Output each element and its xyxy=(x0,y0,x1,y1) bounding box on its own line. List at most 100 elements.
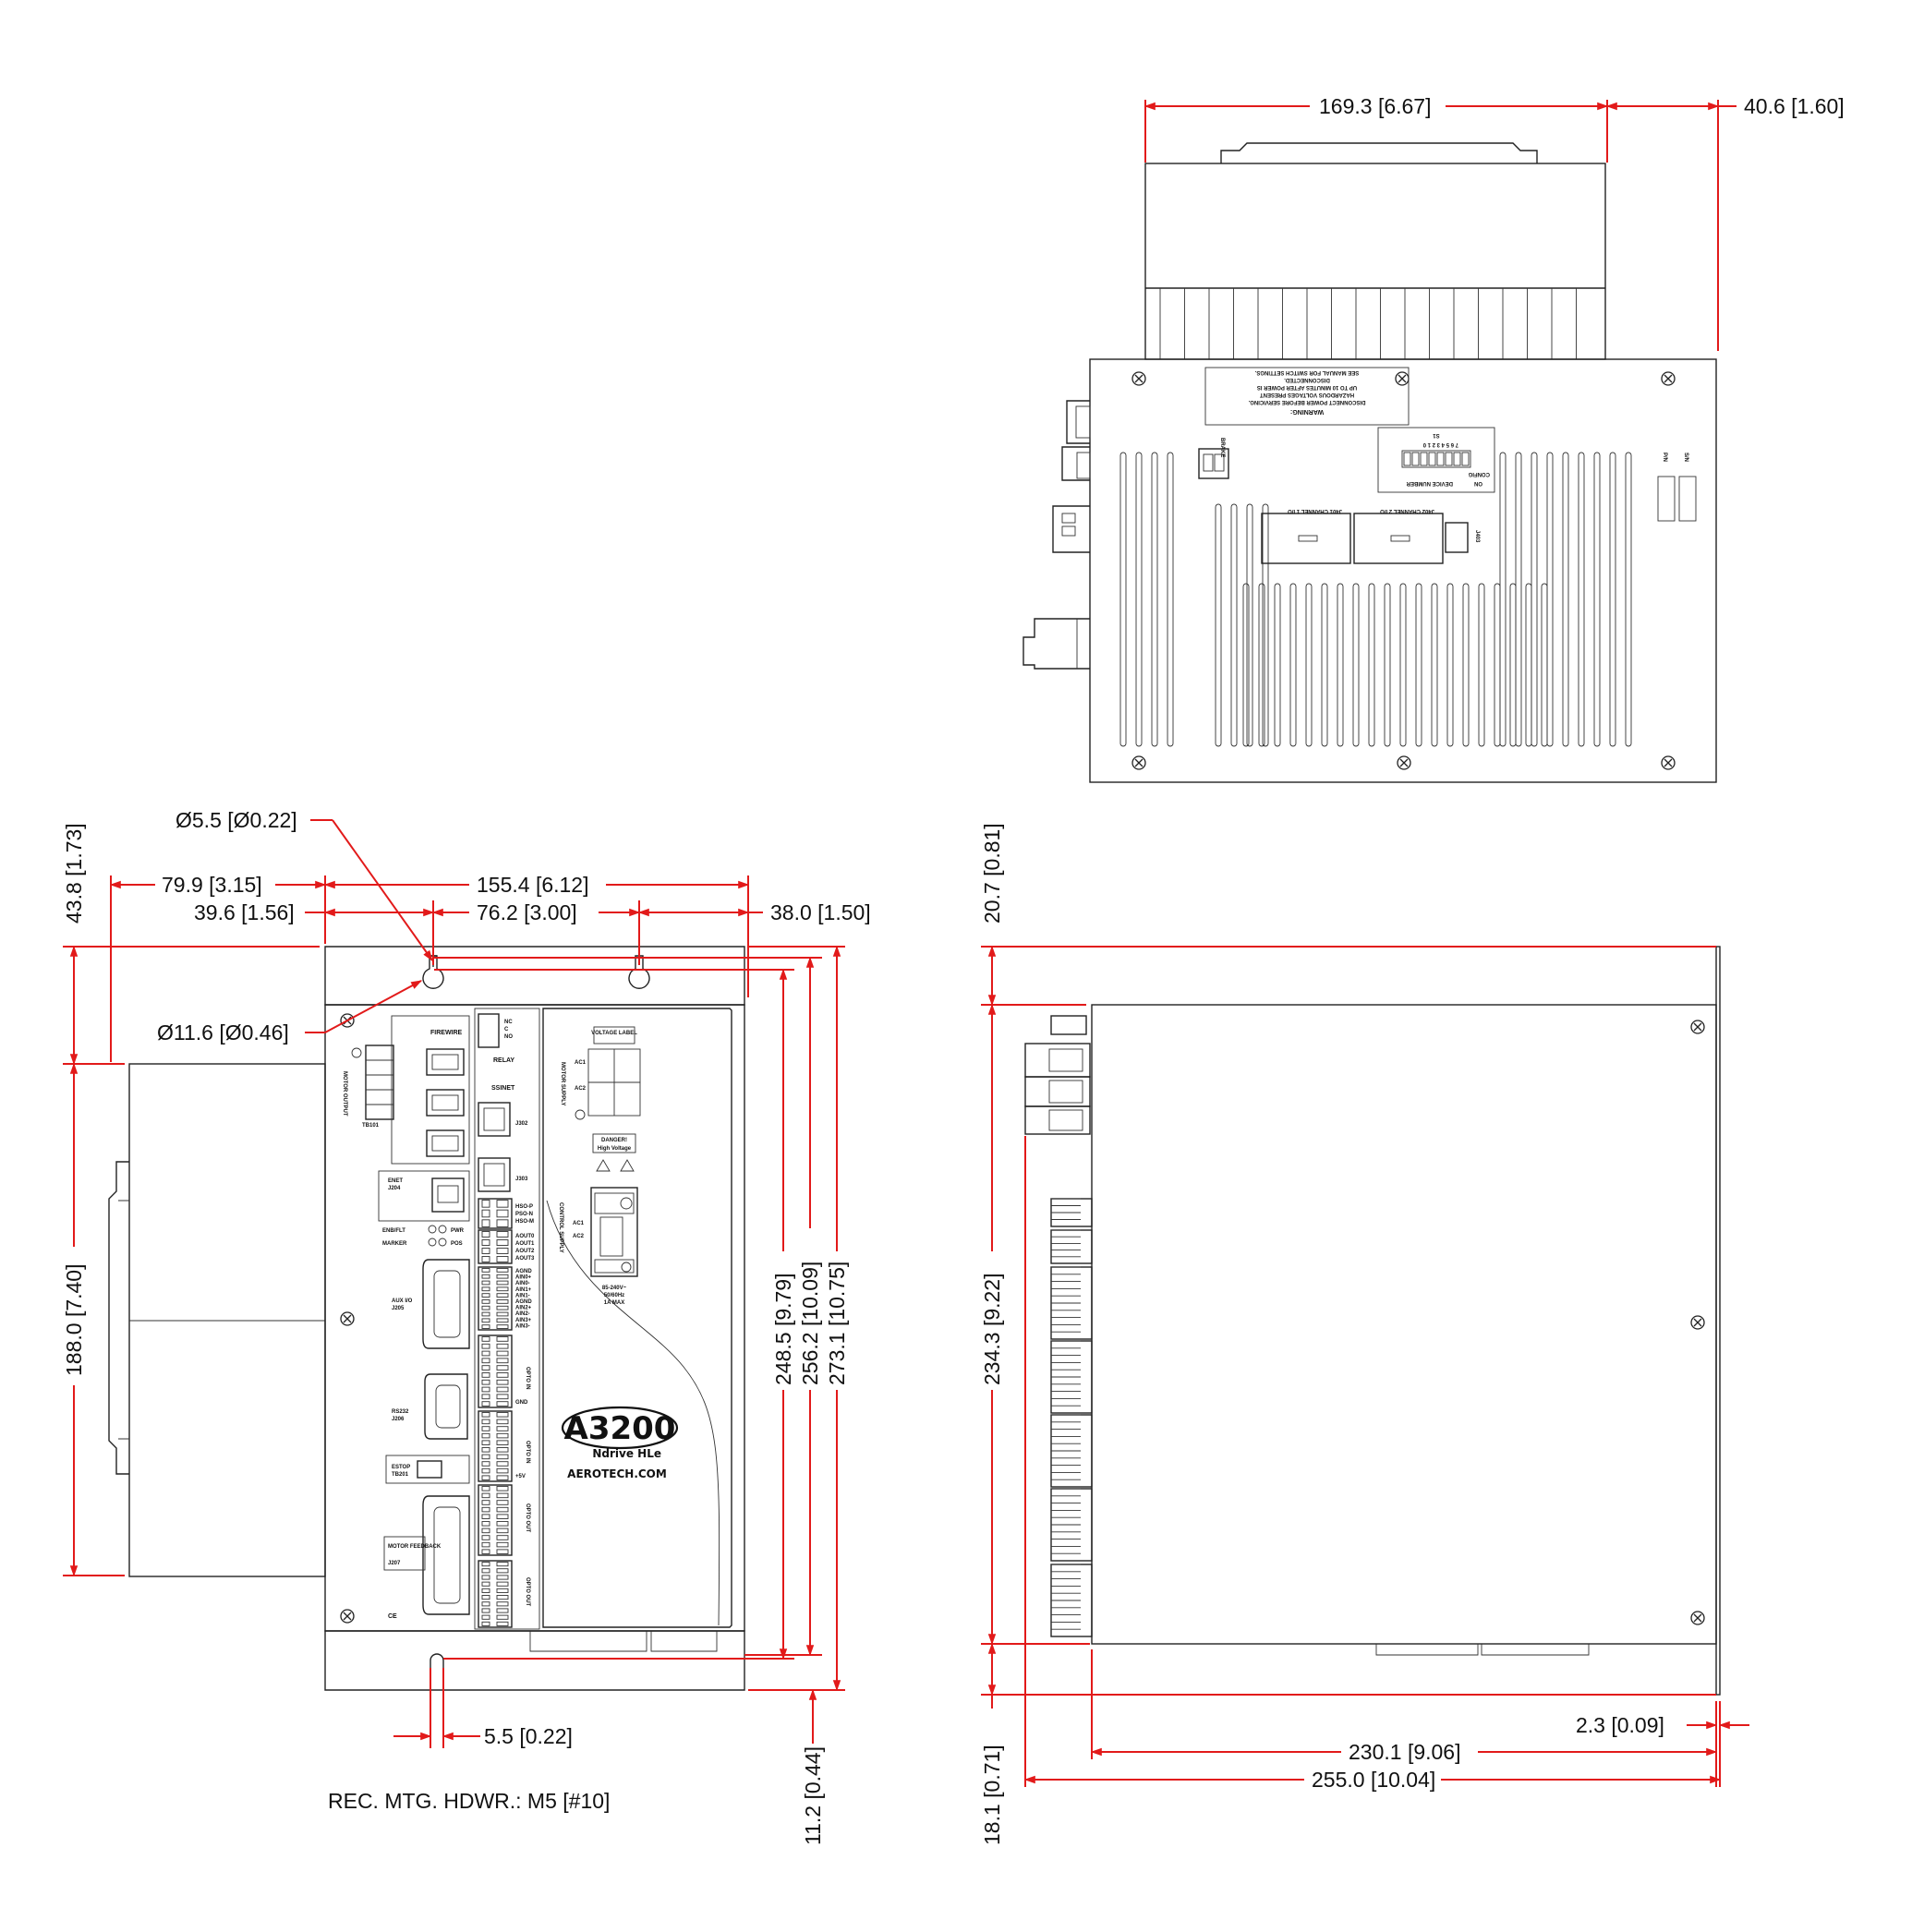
terminal-slot xyxy=(496,1419,509,1425)
terminal-slot xyxy=(496,1401,509,1407)
dip-switch-cell xyxy=(1403,452,1411,466)
side-connectors xyxy=(1024,1015,1093,1637)
terminal-screw xyxy=(481,1350,490,1357)
terminal-screw xyxy=(481,1475,490,1480)
aout-label: AOUT0 xyxy=(515,1234,535,1239)
supply-rating: 50/60Hz xyxy=(604,1293,624,1298)
side-view xyxy=(1024,946,1721,1696)
motor-output-connector: MOTOR OUTPUT TB101 xyxy=(342,1044,394,1129)
terminal-screw xyxy=(481,1562,490,1567)
terminal-slot xyxy=(496,1475,509,1480)
vent-slot xyxy=(1119,452,1127,747)
vent-slot xyxy=(1625,452,1632,747)
terminal-slot xyxy=(496,1541,509,1548)
terminal-slot xyxy=(496,1486,509,1491)
terminal-slot xyxy=(496,1601,509,1607)
vent-slot xyxy=(1135,452,1143,747)
terminal-slot xyxy=(496,1440,509,1445)
terminal-screw xyxy=(481,1412,490,1418)
relay-pin: C xyxy=(504,1027,509,1032)
terminal-block xyxy=(478,1229,513,1264)
dim-side-body-depth: 230.1 [9.06] xyxy=(1349,1740,1461,1764)
vent-slot xyxy=(1337,583,1344,747)
terminal-slot xyxy=(496,1286,509,1292)
terminal-slot xyxy=(496,1568,509,1574)
vent-slot xyxy=(1321,583,1328,747)
ain-label: AIN1- xyxy=(515,1293,530,1298)
top-vent-slots xyxy=(1119,452,1632,747)
gnd-label: GND xyxy=(515,1400,528,1406)
terminal-screw xyxy=(481,1336,490,1342)
opto-out-label-2: OPTO OUT xyxy=(525,1577,530,1607)
terminal-slot xyxy=(496,1514,509,1519)
front-panel xyxy=(324,1004,745,1632)
dim-top-depth: 40.6 [1.60] xyxy=(1744,94,1845,118)
terminal-slot xyxy=(496,1549,509,1554)
terminal-screw xyxy=(481,1343,490,1349)
vent-slot xyxy=(1415,583,1422,747)
terminal-slot xyxy=(496,1394,509,1400)
vent-slot xyxy=(1384,583,1391,747)
estop-label: ESTOP xyxy=(392,1465,410,1470)
vent-slot xyxy=(1531,452,1538,747)
device-number-label: DEVICE NUMBER xyxy=(1406,480,1453,486)
terminal-slot xyxy=(496,1372,509,1378)
terminal-screw xyxy=(481,1581,490,1587)
brand-name: A3200 xyxy=(564,1410,676,1447)
warning-line: HAZARDOUS VOLTAGES PRESENT xyxy=(1260,392,1354,397)
vent-slot xyxy=(1494,583,1501,747)
dim-slot-diameter: Ø11.6 [Ø0.46] xyxy=(157,1020,289,1044)
vent-slot xyxy=(1562,452,1569,747)
terminal-screw xyxy=(481,1280,490,1286)
dim-front-height-3: 273.1 [10.75] xyxy=(825,1262,849,1385)
vent-slot xyxy=(1525,583,1532,747)
ac2-label: AC2 xyxy=(575,1086,587,1092)
motor-supply-label: MOTOR SUPPLY xyxy=(560,1062,565,1105)
supply-rating: 85-240V~ xyxy=(602,1286,627,1291)
warning-line: DISCONNECTED. xyxy=(1284,377,1330,382)
ssinet-label: SSINET xyxy=(491,1085,515,1092)
vent-slot xyxy=(1215,503,1222,747)
terminal-screw xyxy=(481,1401,490,1407)
terminal-slot xyxy=(496,1535,509,1540)
ctrl-ac1-label: AC1 xyxy=(573,1221,585,1226)
terminal-screw xyxy=(481,1200,490,1208)
terminal-slot xyxy=(496,1581,509,1587)
terminal-screw xyxy=(481,1621,490,1626)
terminal-screw xyxy=(481,1358,490,1364)
warning-line: UP TO 10 MINUTES AFTER POWER IS xyxy=(1257,384,1357,390)
supply-rating: 1A MAX xyxy=(604,1300,624,1306)
terminal-slot xyxy=(496,1274,509,1279)
vent-slot xyxy=(1352,583,1360,747)
brand-subtitle: Ndrive HLe xyxy=(592,1447,661,1460)
terminal-slot xyxy=(496,1343,509,1349)
motor-feedback-label: MOTOR FEEDBACK xyxy=(388,1544,442,1550)
hso-label: PSO-N xyxy=(515,1212,533,1217)
switch-s1-label: S1 xyxy=(1433,432,1440,438)
hso-label: HSO-P xyxy=(515,1204,533,1210)
motor-feedback-port-label: J207 xyxy=(388,1561,401,1566)
enet-label: ENET xyxy=(388,1178,403,1184)
terminal-slot xyxy=(496,1386,509,1393)
estop-port-label: TB201 xyxy=(392,1472,409,1478)
dim-front-height-2: 256.2 [10.09] xyxy=(798,1262,822,1385)
vent-slot xyxy=(1478,583,1485,747)
aux-io-connector: AUX I/O J205 xyxy=(392,1259,470,1349)
terminal-slot xyxy=(496,1256,509,1262)
warning-line: SEE MANUAL FOR SWITCH SETTINGS. xyxy=(1254,369,1359,375)
dim-top-width: 169.3 [6.67] xyxy=(1319,94,1432,118)
terminal-screw xyxy=(481,1568,490,1574)
vent-slot xyxy=(1262,503,1269,747)
terminal-screw xyxy=(481,1365,490,1371)
switch-on-label: ON xyxy=(1474,480,1482,486)
terminal-screw xyxy=(481,1274,490,1279)
terminal-slot xyxy=(496,1350,509,1357)
serial-labels: P/N S/N xyxy=(1657,453,1697,522)
front-heatsink xyxy=(108,1063,326,1577)
top-left-connectors xyxy=(1023,400,1091,670)
channel-io-connectors: J401 CHANNEL 1 I/O J402 CHANNEL 2 I/O J4… xyxy=(1261,508,1480,564)
tb101-label: TB101 xyxy=(362,1123,380,1129)
terminal-slot xyxy=(496,1231,509,1238)
vent-slot xyxy=(1578,452,1585,747)
dim-side-height: 234.3 [9.22] xyxy=(980,1274,1004,1386)
